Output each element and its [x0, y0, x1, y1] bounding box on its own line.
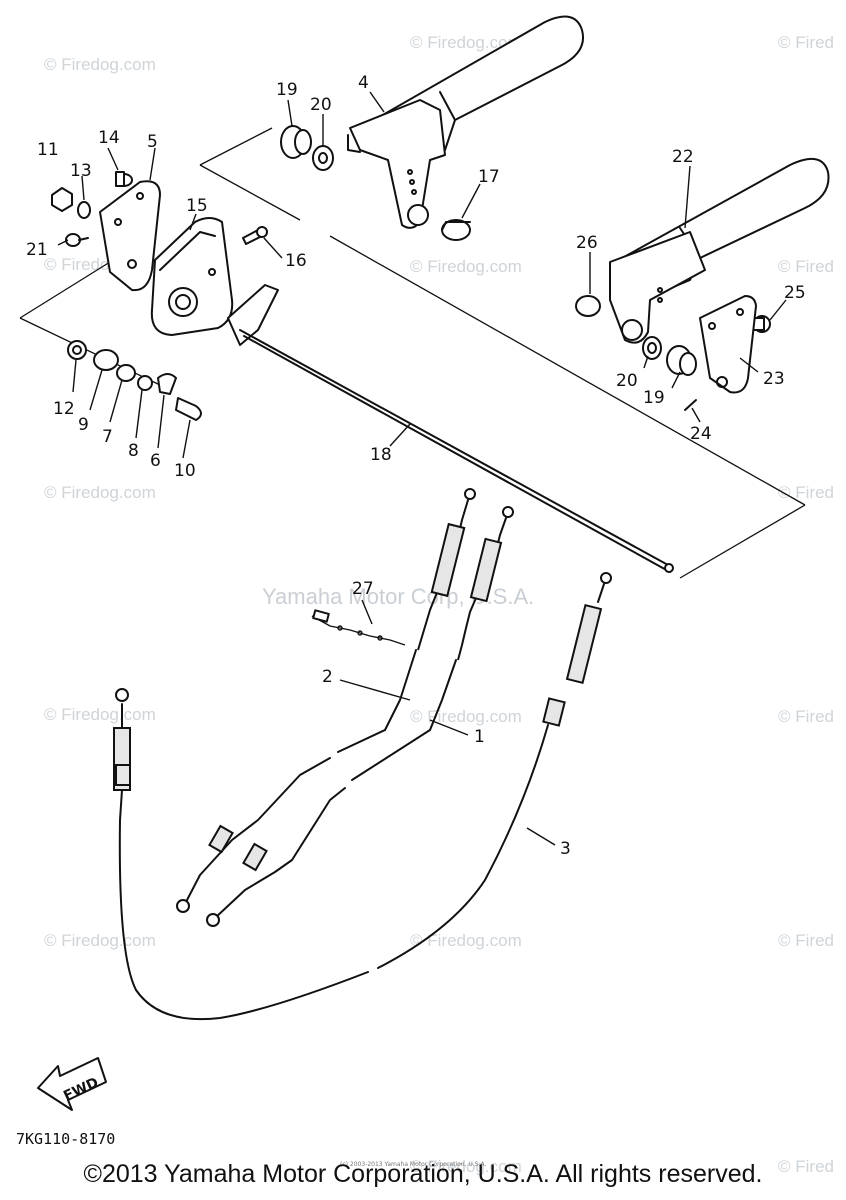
watermark-tile: © Fired: [778, 707, 834, 726]
callout-20-bottom: 20: [616, 371, 638, 391]
callout-9: 9: [78, 415, 89, 435]
watermark-tile: © Fired: [778, 33, 834, 52]
callout-17: 17: [478, 167, 500, 187]
callout-24: 24: [690, 424, 712, 444]
callout-18: 18: [370, 445, 392, 465]
fine-print: (c) 2003-2013 Yamaha Motor Corporation, …: [340, 1161, 486, 1168]
watermark-tile: © Fired: [778, 257, 834, 276]
callout-20-top: 20: [310, 95, 332, 115]
watermark-center: Yamaha Motor Corp, U.S.A.: [262, 584, 534, 609]
callout-3: 3: [560, 839, 571, 859]
callout-21: 21: [26, 240, 48, 260]
copyright-notice: ©2013 Yamaha Motor Corporation, U.S.A. A…: [83, 1160, 763, 1188]
watermark-layer: © Firedog.com © Firedog.com © Fired © Fi…: [44, 33, 834, 1176]
cable-27: [311, 609, 406, 646]
handle-grip-right: [609, 157, 830, 344]
callout-19-bottom: 19: [643, 388, 665, 408]
cable-2: [176, 488, 476, 913]
watermark-tile: © Firedog.com: [44, 705, 156, 724]
callout-22: 22: [672, 147, 694, 167]
callout-14: 14: [98, 128, 120, 148]
callout-11: 11: [37, 140, 59, 160]
watermark-tile: © Firedog.com: [410, 707, 522, 726]
callout-7: 7: [102, 427, 113, 447]
watermark-tile: © Fired: [778, 483, 834, 502]
small-hardware: [51, 125, 771, 411]
callout-23: 23: [763, 369, 785, 389]
leader-lines: [57, 91, 787, 846]
watermark-tile: © Firedog.com: [410, 931, 522, 950]
watermark-tile: © Firedog.com: [410, 33, 522, 52]
callout-19-top: 19: [276, 80, 298, 100]
watermark-tile: © Firedog.com: [44, 55, 156, 74]
bracket-23: [699, 295, 757, 394]
callout-16: 16: [285, 251, 307, 271]
watermark-tile: © Fired: [778, 931, 834, 950]
callout-10: 10: [174, 461, 196, 481]
watermark-tile: © Fired: [778, 1157, 834, 1176]
cable-1: [206, 506, 514, 927]
left-parts-stack: [67, 340, 202, 421]
callout-13: 13: [70, 161, 92, 181]
callout-15: 15: [186, 196, 208, 216]
callout-6: 6: [150, 451, 161, 471]
callout-27: 27: [352, 579, 374, 599]
part-code: 7KG110-8170: [16, 1130, 115, 1148]
callout-12: 12: [53, 399, 75, 419]
callout-25: 25: [784, 283, 806, 303]
callout-5: 5: [147, 132, 158, 152]
callout-1: 1: [474, 727, 485, 747]
assembly-outline: [19, 127, 806, 579]
shaft-18: [227, 284, 674, 573]
callouts: 4 19 20 11 14 5 13 15 21 16 17 22 26 25 …: [26, 73, 806, 859]
callout-8: 8: [128, 441, 139, 461]
handle-grip-left: [347, 15, 584, 229]
watermark-tile: © Firedog.com: [410, 257, 522, 276]
fwd-arrow: FWD: [37, 1057, 107, 1111]
watermark-tile: © Firedog.com: [44, 483, 156, 502]
lever-housing-15: [150, 217, 234, 336]
callout-4: 4: [358, 73, 369, 93]
watermark-tile: © Firedog.com: [410, 1157, 522, 1176]
callout-26: 26: [576, 233, 598, 253]
watermark-tile: © Firedog.com: [44, 931, 156, 950]
callout-2: 2: [322, 667, 333, 687]
cable-3: [113, 572, 612, 1021]
bracket-5: [99, 180, 161, 292]
